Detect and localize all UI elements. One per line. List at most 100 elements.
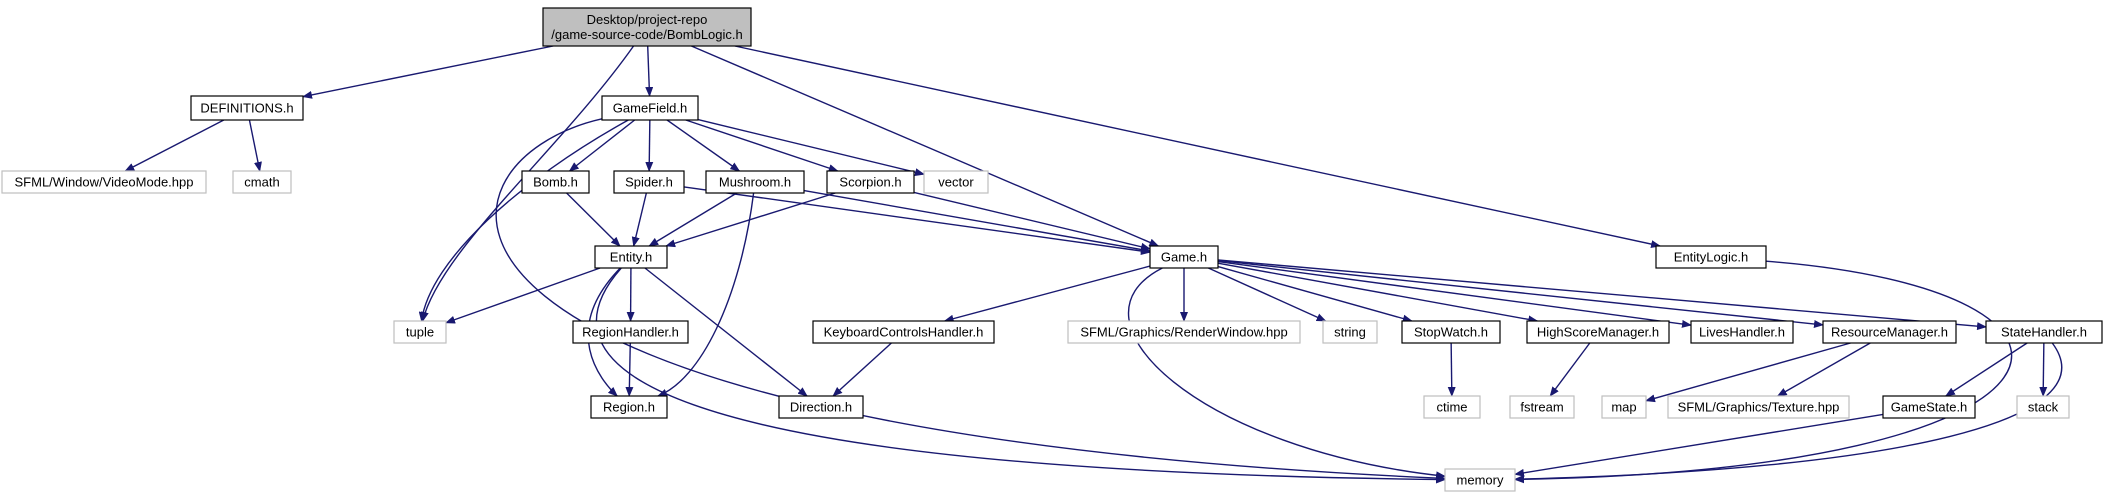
edge-statehandler-to-stack — [2039, 342, 2048, 397]
edge-gamefield-to-mushroom — [666, 119, 741, 172]
edge-resource-to-map — [1645, 342, 1851, 403]
node-region[interactable]: Region.h — [590, 395, 668, 419]
edge-entitylogic-to-memory — [1514, 260, 2012, 484]
edge-game-to-lives — [1217, 260, 1692, 328]
edge-gamefield-to-memory — [495, 118, 1446, 483]
node-entitylogic[interactable]: EntityLogic.h — [1655, 245, 1767, 269]
node-fstream: fstream — [1509, 395, 1575, 419]
node-root[interactable]: Desktop/project-repo/game-source-code/Bo… — [542, 7, 752, 47]
node-label: Scorpion.h — [839, 175, 901, 190]
node-label: cmath — [244, 175, 279, 190]
node-box — [594, 245, 668, 269]
node-label: HighScoreManager.h — [1537, 325, 1659, 340]
node-label: SFML/Graphics/RenderWindow.hpp — [1080, 325, 1287, 340]
edge-root-to-tuple — [420, 45, 635, 322]
node-resource[interactable]: ResourceManager.h — [1822, 320, 1957, 344]
node-box — [572, 320, 689, 344]
node-spider[interactable]: Spider.h — [613, 170, 685, 194]
node-keyboard[interactable]: KeyboardControlsHandler.h — [812, 320, 995, 344]
node-box — [590, 395, 668, 419]
node-label: tuple — [406, 325, 434, 340]
node-label: GameField.h — [613, 101, 687, 116]
edge-entity-to-tuple — [445, 267, 601, 324]
node-box — [1985, 320, 2103, 344]
edge-game-to-highscore — [1217, 262, 1539, 324]
node-box — [705, 170, 805, 194]
edge-gamefield-to-bomb — [568, 119, 636, 172]
node-box — [1822, 320, 1957, 344]
edge-spider-to-game — [683, 186, 1151, 255]
node-label: EntityLogic.h — [1674, 250, 1748, 265]
node-map: map — [1601, 395, 1647, 419]
node-box — [521, 170, 590, 194]
node-label: Game.h — [1161, 250, 1207, 265]
node-label: SFML/Graphics/Texture.hpp — [1678, 400, 1840, 415]
node-box — [923, 170, 989, 194]
node-box — [393, 320, 447, 344]
node-regionhandler[interactable]: RegionHandler.h — [572, 320, 689, 344]
node-cmath: cmath — [232, 170, 292, 194]
edge-gamefield-to-spider — [645, 119, 654, 172]
node-box — [542, 7, 752, 47]
node-label: Direction.h — [790, 400, 852, 415]
node-box — [1444, 468, 1516, 492]
node-label: StopWatch.h — [1414, 325, 1488, 340]
edge-game-to-resource — [1217, 259, 1824, 328]
node-box — [232, 170, 292, 194]
node-box — [1667, 395, 1850, 419]
node-gamefield[interactable]: GameField.h — [601, 95, 699, 121]
edge-bomb-to-entity — [566, 192, 621, 247]
node-box — [1322, 320, 1378, 344]
node-label: memory — [1457, 473, 1504, 488]
node-vector: vector — [923, 170, 989, 194]
node-definitions[interactable]: DEFINITIONS.h — [190, 95, 304, 121]
edge-gamefield-to-vector — [697, 118, 925, 177]
node-label: LivesHandler.h — [1699, 325, 1785, 340]
node-box — [1601, 395, 1647, 419]
node-label: Mushroom.h — [719, 175, 791, 190]
edge-game-to-stopwatch — [1217, 265, 1413, 323]
edge-regionhandler-to-region — [625, 342, 634, 397]
node-label: KeyboardControlsHandler.h — [824, 325, 984, 340]
node-direction[interactable]: Direction.h — [778, 395, 864, 419]
node-highscore[interactable]: HighScoreManager.h — [1526, 320, 1670, 344]
edge-game-to-string — [1208, 267, 1327, 322]
node-box — [2016, 395, 2070, 419]
nodes-layer: Desktop/project-repo/game-source-code/Bo… — [1, 7, 2103, 492]
node-string: string — [1322, 320, 1378, 344]
edge-root-to-entitylogic — [734, 45, 1662, 249]
node-stopwatch[interactable]: StopWatch.h — [1401, 320, 1501, 344]
node-ctime: ctime — [1423, 395, 1481, 419]
node-label: StateHandler.h — [2001, 325, 2087, 340]
node-texture: SFML/Graphics/Texture.hpp — [1667, 395, 1850, 419]
node-box — [1423, 395, 1481, 419]
node-tuple: tuple — [393, 320, 447, 344]
node-label: Spider.h — [625, 175, 673, 190]
node-label: string — [1334, 325, 1366, 340]
node-game[interactable]: Game.h — [1149, 245, 1219, 269]
edge-root-to-gamefield — [645, 45, 654, 97]
node-box — [601, 95, 699, 121]
node-box — [1882, 395, 1976, 419]
node-box — [1526, 320, 1670, 344]
node-scorpion[interactable]: Scorpion.h — [826, 170, 915, 194]
edge-entity-to-direction — [644, 267, 808, 397]
edge-entity-to-memory — [595, 267, 1446, 484]
node-label: DEFINITIONS.h — [200, 101, 293, 116]
node-lives[interactable]: LivesHandler.h — [1690, 320, 1794, 344]
node-gamestate[interactable]: GameState.h — [1882, 395, 1976, 419]
node-box — [1401, 320, 1501, 344]
node-box — [826, 170, 915, 194]
node-label: Region.h — [603, 400, 655, 415]
node-entity[interactable]: Entity.h — [594, 245, 668, 269]
node-renderwindow: SFML/Graphics/RenderWindow.hpp — [1067, 320, 1301, 344]
node-bomb[interactable]: Bomb.h — [521, 170, 590, 194]
node-statehandler[interactable]: StateHandler.h — [1985, 320, 2103, 344]
node-mushroom[interactable]: Mushroom.h — [705, 170, 805, 194]
edge-root-to-game — [691, 45, 1160, 247]
edge-game-to-statehandler — [1217, 259, 1987, 331]
node-label: Desktop/project-repo — [587, 12, 708, 27]
node-box — [1, 170, 207, 194]
node-label: map — [1611, 400, 1636, 415]
edge-statehandler-to-gamestate — [1945, 342, 2028, 397]
